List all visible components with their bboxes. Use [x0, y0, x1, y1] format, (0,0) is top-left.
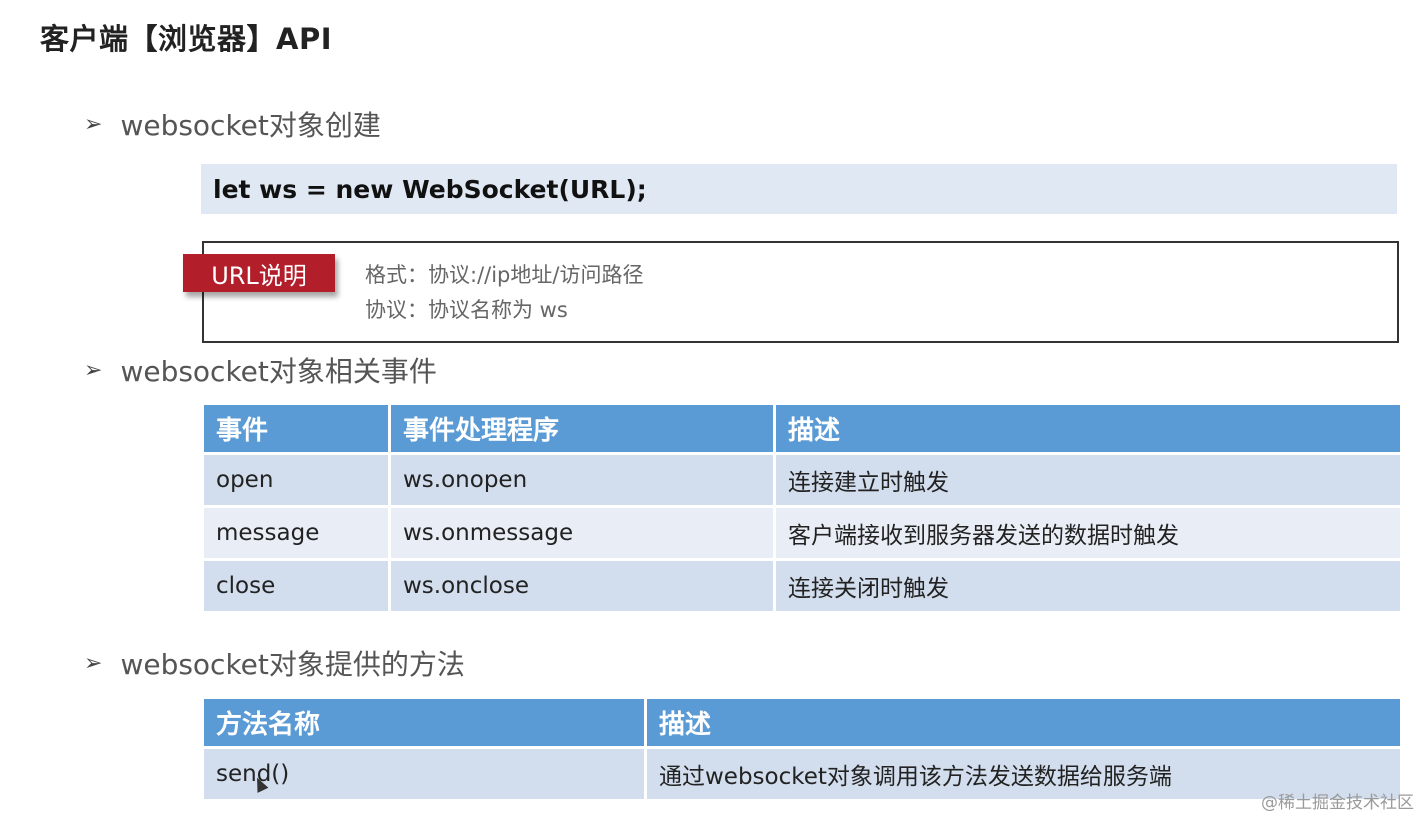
url-note-line: 格式：协议://ip地址/访问路径 [365, 263, 644, 287]
section-heading: websocket对象创建 [120, 109, 381, 142]
table-cell: 连接建立时触发 [776, 455, 1400, 505]
table-header-cell: 描述 [647, 699, 1400, 746]
page-title: 客户端【浏览器】API [40, 22, 332, 56]
section-heading: websocket对象相关事件 [120, 355, 437, 388]
url-note-text: 格式：协议://ip地址/访问路径 协议：协议名称为 ws [365, 258, 643, 328]
table-cell: 通过websocket对象调用该方法发送数据给服务端 [647, 749, 1400, 799]
url-note-tag: URL说明 [183, 254, 335, 292]
table-cell: ws.onmessage [391, 508, 773, 558]
table-row: send() 通过websocket对象调用该方法发送数据给服务端 [204, 749, 1400, 799]
table-cell: message [204, 508, 388, 558]
table-header-row: 方法名称 描述 [204, 699, 1400, 746]
section-create: ➢ websocket对象创建 [84, 104, 381, 144]
table-header-cell: 描述 [776, 405, 1400, 452]
table-row: close ws.onclose 连接关闭时触发 [204, 561, 1400, 611]
table-cell: open [204, 455, 388, 505]
table-header-cell: 方法名称 [204, 699, 644, 746]
methods-table: 方法名称 描述 send() 通过websocket对象调用该方法发送数据给服务… [201, 696, 1403, 802]
arrow-bullet-icon: ➢ [84, 650, 103, 676]
table-cell: ws.onclose [391, 561, 773, 611]
events-table: 事件 事件处理程序 描述 open ws.onopen 连接建立时触发 mess… [201, 402, 1403, 614]
table-header-cell: 事件处理程序 [391, 405, 773, 452]
table-cell: send() [204, 749, 644, 799]
section-methods: ➢ websocket对象提供的方法 [84, 643, 465, 683]
section-heading: websocket对象提供的方法 [120, 648, 465, 681]
arrow-bullet-icon: ➢ [84, 111, 103, 137]
table-row: open ws.onopen 连接建立时触发 [204, 455, 1400, 505]
arrow-bullet-icon: ➢ [84, 357, 103, 383]
table-cell: ws.onopen [391, 455, 773, 505]
url-note-box [202, 241, 1399, 343]
watermark: @稀土掘金技术社区 [1261, 793, 1414, 813]
table-header-cell: 事件 [204, 405, 388, 452]
section-events: ➢ websocket对象相关事件 [84, 350, 437, 390]
table-header-row: 事件 事件处理程序 描述 [204, 405, 1400, 452]
table-cell: close [204, 561, 388, 611]
table-row: message ws.onmessage 客户端接收到服务器发送的数据时触发 [204, 508, 1400, 558]
url-note-line: 协议：协议名称为 ws [365, 298, 568, 322]
table-cell: 客户端接收到服务器发送的数据时触发 [776, 508, 1400, 558]
table-cell: 连接关闭时触发 [776, 561, 1400, 611]
code-block: let ws = new WebSocket(URL); [201, 164, 1397, 214]
